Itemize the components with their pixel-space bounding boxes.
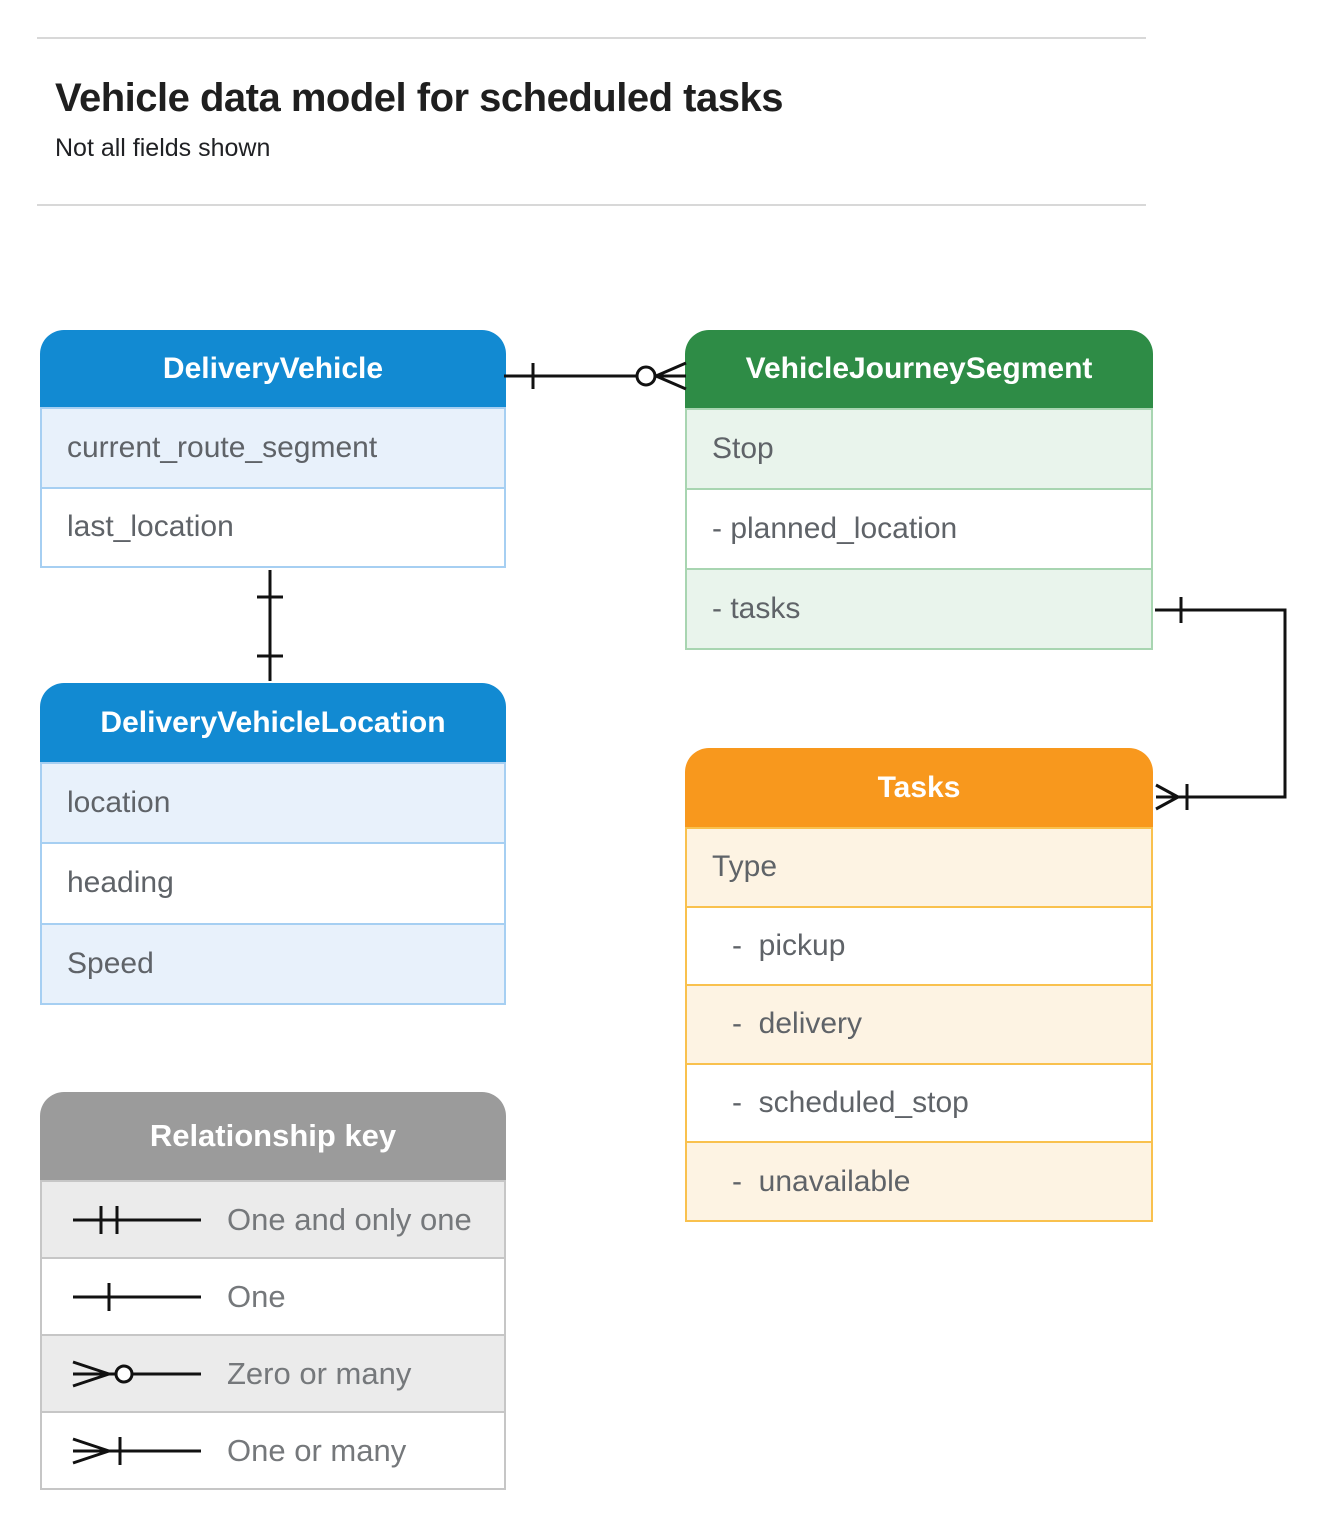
entity-title: Tasks <box>877 770 961 804</box>
field-row: - scheduled_stop <box>687 1062 1151 1142</box>
zero-or-many-symbol <box>72 1360 201 1387</box>
top-divider <box>37 37 1146 39</box>
entity-delivery-vehicle-location-rows: location heading Speed <box>40 762 506 1005</box>
relationship-key: Relationship key One and only one One Ze… <box>40 1092 506 1490</box>
field-label: - unavailable <box>732 1164 911 1198</box>
field-label: heading <box>67 866 174 900</box>
entity-title: DeliveryVehicleLocation <box>100 705 446 739</box>
entity-vehicle-journey-segment-header: VehicleJourneySegment <box>685 330 1153 408</box>
legend-item: Zero or many <box>42 1334 504 1411</box>
legend-item: One and only one <box>42 1180 504 1257</box>
field-row: - unavailable <box>687 1141 1151 1220</box>
field-row: last_location <box>42 486 504 566</box>
field-row: current_route_segment <box>42 407 504 487</box>
entity-tasks-rows: Type - pickup - delivery - scheduled_sto… <box>685 827 1153 1222</box>
page-subtitle: Not all fields shown <box>55 134 271 162</box>
field-row: - planned_location <box>687 488 1151 568</box>
field-label: current_route_segment <box>67 430 378 464</box>
header-divider <box>37 204 1146 206</box>
one-symbol <box>73 1282 201 1311</box>
entity-delivery-vehicle: DeliveryVehicle current_route_segment la… <box>40 330 506 568</box>
field-label: last_location <box>67 510 234 544</box>
field-row: - delivery <box>687 984 1151 1063</box>
entity-vehicle-journey-segment-rows: Stop - planned_location - tasks <box>685 408 1153 650</box>
field-row: location <box>42 762 504 843</box>
entity-delivery-vehicle-location-header: DeliveryVehicleLocation <box>40 683 506 762</box>
field-row: Stop <box>687 408 1151 488</box>
entity-tasks-header: Tasks <box>685 748 1153 827</box>
field-label: Speed <box>67 946 154 980</box>
field-row: - pickup <box>687 905 1151 985</box>
legend-label: Zero or many <box>227 1355 412 1391</box>
field-label: - scheduled_stop <box>732 1086 969 1120</box>
field-label: - pickup <box>732 928 846 962</box>
entity-tasks: Tasks Type - pickup - delivery - schedul… <box>685 748 1153 1222</box>
legend-label: One and only one <box>227 1201 472 1237</box>
field-label: - delivery <box>732 1007 863 1041</box>
legend-item: One or many <box>42 1411 504 1488</box>
entity-title: VehicleJourneySegment <box>745 352 1093 385</box>
field-row: Speed <box>42 922 504 1003</box>
field-label: location <box>67 786 171 820</box>
connector-vehiclejourneysegment-tasks-to-tasks <box>1155 597 1287 811</box>
page-title: Vehicle data model for scheduled tasks <box>55 76 783 120</box>
relationship-key-title: Relationship key <box>149 1118 397 1153</box>
entity-title: DeliveryVehicle <box>162 351 384 385</box>
one-or-many-symbol <box>72 1436 201 1465</box>
entity-vehicle-journey-segment: VehicleJourneySegment Stop - planned_loc… <box>685 330 1153 650</box>
field-label: Stop <box>712 432 774 465</box>
legend-label: One <box>227 1278 286 1314</box>
relationship-key-rows: One and only one One Zero or many One or… <box>40 1180 506 1490</box>
entity-delivery-vehicle-location: DeliveryVehicleLocation location heading… <box>40 683 506 1005</box>
connector-deliveryvehicle-to-vehiclejourneysegment <box>504 361 687 391</box>
entity-delivery-vehicle-rows: current_route_segment last_location <box>40 407 506 568</box>
field-label: Type <box>712 850 778 884</box>
field-label: - tasks <box>712 592 801 625</box>
field-row: heading <box>42 842 504 923</box>
field-label: - planned_location <box>712 512 958 545</box>
legend-item: One <box>42 1257 504 1334</box>
connector-deliveryvehicle-to-deliveryvehiclelocation <box>257 570 283 681</box>
relationship-key-header: Relationship key <box>40 1092 506 1180</box>
legend-label: One or many <box>227 1432 407 1468</box>
field-row: Type <box>687 827 1151 906</box>
entity-delivery-vehicle-header: DeliveryVehicle <box>40 330 506 407</box>
field-row: - tasks <box>687 568 1151 648</box>
one-and-only-one-symbol <box>73 1205 201 1234</box>
